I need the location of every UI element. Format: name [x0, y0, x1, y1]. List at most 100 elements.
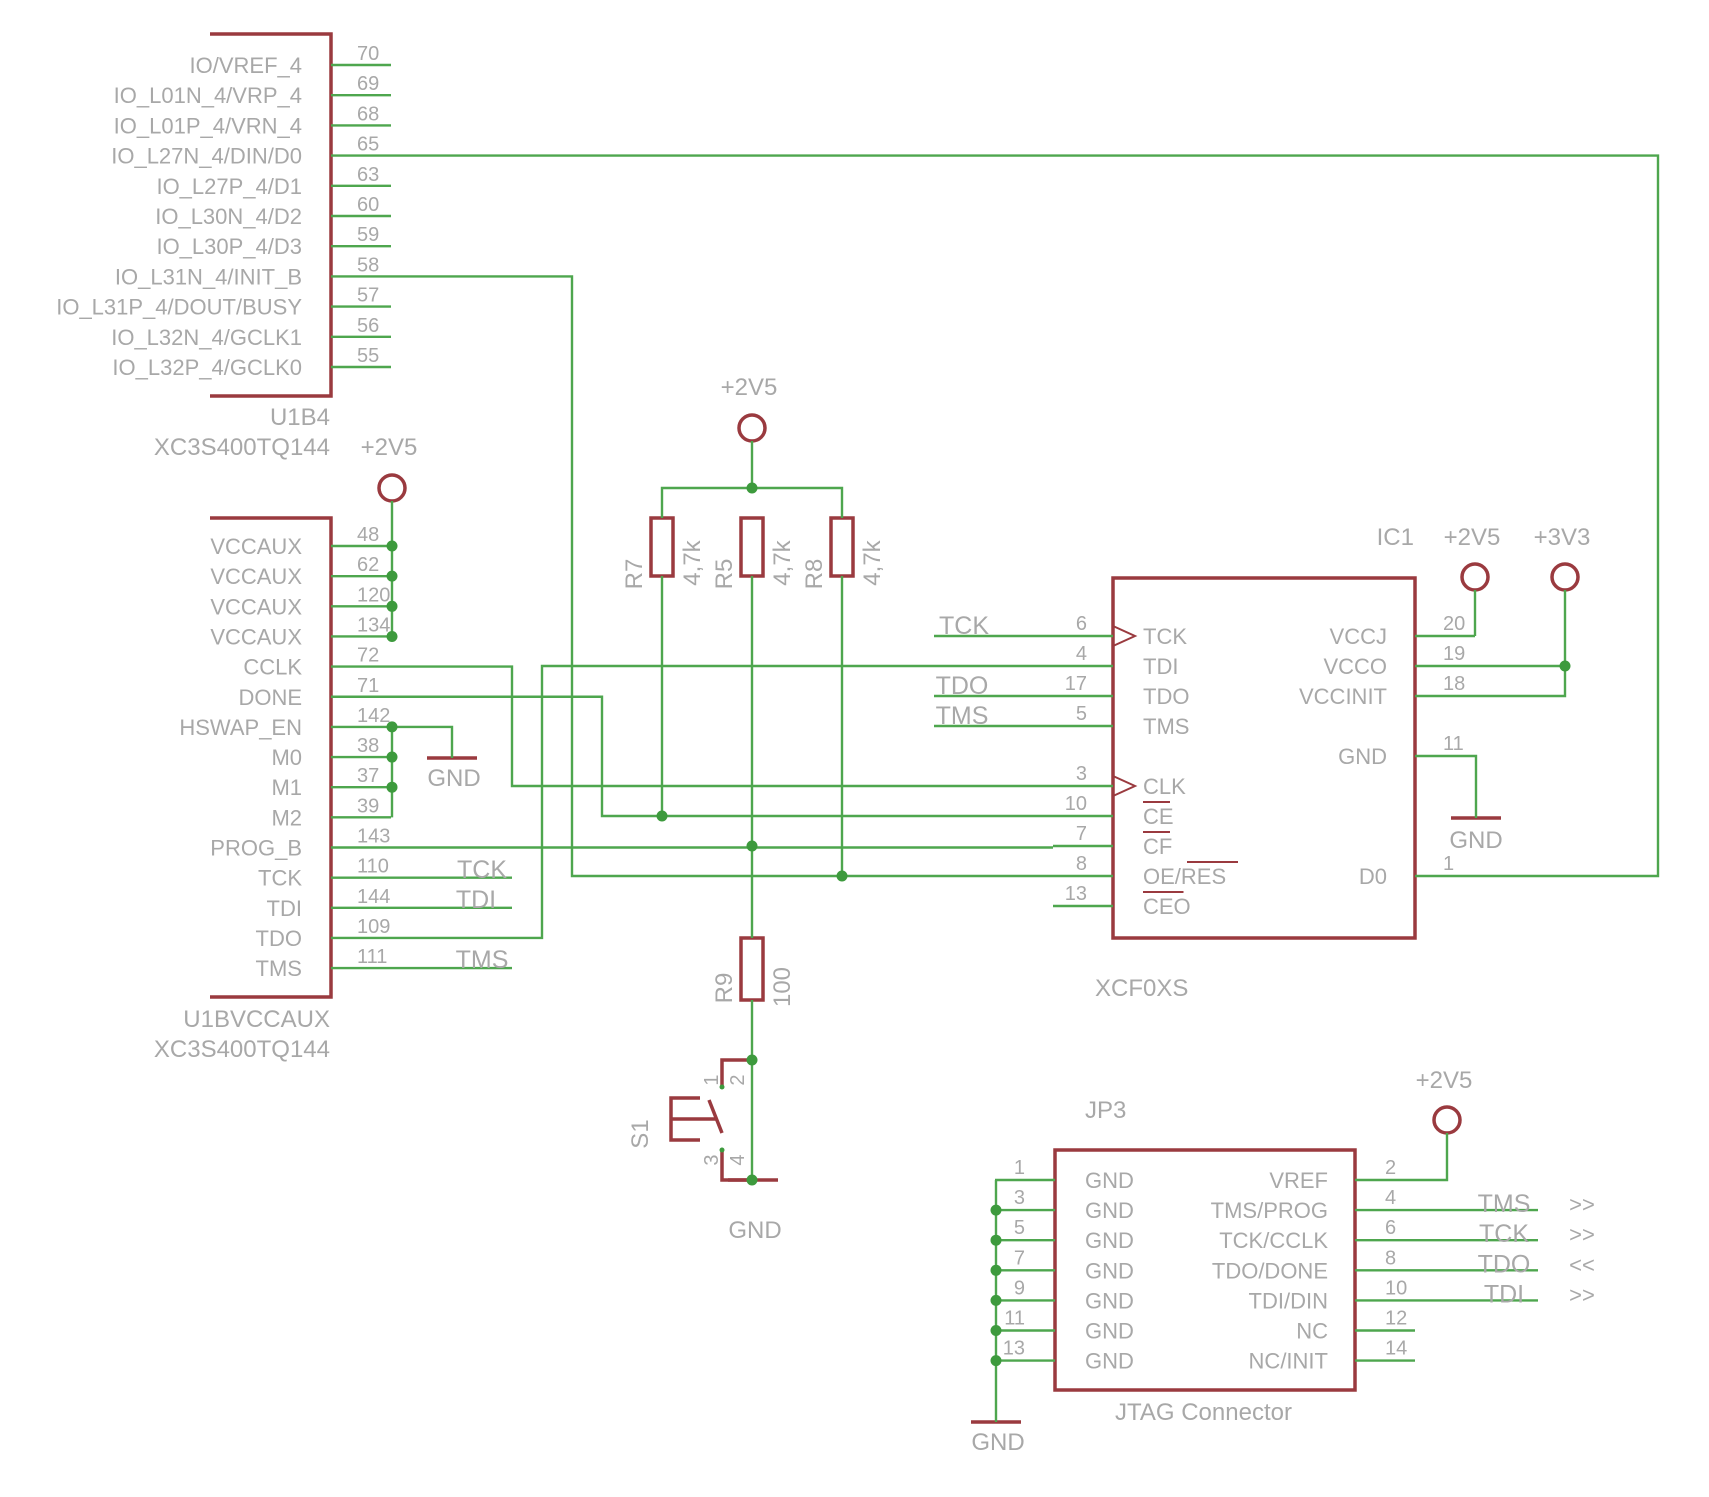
wire-junction — [1559, 660, 1571, 672]
u1bvccaux-pin-number: 62 — [357, 554, 379, 576]
wire-tdo-tdi — [391, 664, 1053, 940]
resistor-body — [739, 936, 765, 1002]
ic1-pin-name: VCCINIT — [1299, 684, 1387, 709]
ic1-pin-name: VCCO — [1323, 654, 1387, 679]
u1b4-pin-name: IO_L01P_4/VRN_4 — [114, 113, 302, 138]
jp3-pin-name: TDI/DIN — [1249, 1288, 1328, 1313]
wire-junction — [386, 721, 398, 733]
jp3-pin-number: 2 — [1385, 1157, 1396, 1179]
jp3-pin-number: 13 — [1003, 1338, 1025, 1360]
wire-jp3-vref — [1415, 1133, 1449, 1182]
jp3-pin-name: NC — [1296, 1319, 1328, 1344]
wire-ic1-gnd — [1474, 754, 1478, 818]
ic1-pin-name: TMS — [1143, 714, 1189, 739]
u1bvccaux-pin-name: VCCAUX — [210, 594, 302, 619]
jp3-pin-name: GND — [1085, 1349, 1134, 1374]
ic1-pin-number: 18 — [1443, 673, 1465, 695]
u1bvccaux-pin-name: DONE — [238, 685, 302, 710]
wire-junction — [746, 482, 758, 494]
ic1-pin-number: 6 — [1076, 613, 1087, 635]
ic1-pin-number: 17 — [1065, 673, 1087, 695]
switch-pin-number: 4 — [727, 1154, 749, 1165]
switch-pivot — [719, 1147, 725, 1153]
jp3-pin-name: GND — [1085, 1228, 1134, 1253]
u1b4-pin-name: IO_L32P_4/GCLK0 — [112, 355, 302, 380]
u1bvccaux-pin-name: VCCAUX — [210, 534, 302, 559]
u1b4-pin-number: 68 — [357, 103, 379, 125]
wire-junction — [386, 751, 398, 763]
u1b4-pin-number: 56 — [357, 315, 379, 337]
net-direction-arrow: << — [1569, 1252, 1595, 1277]
ic1-pin-name: CE — [1143, 804, 1174, 829]
net-label-jtag: TCK — [1479, 1220, 1529, 1248]
wire-junction — [990, 1294, 1002, 1306]
u1b4-pin-name: IO_L32N_4/GCLK1 — [111, 325, 302, 350]
u1bvccaux-pin-name: M0 — [271, 745, 302, 770]
ic1-pin-name: TDI — [1143, 654, 1178, 679]
resistor-ref: R9 — [711, 973, 738, 1004]
u1bvccaux-pin-name: PROG_B — [210, 836, 302, 861]
net-label-tdo: TDO — [936, 672, 989, 700]
u1bvccaux-pin-number: 109 — [357, 916, 390, 938]
jp3-pin-number: 11 — [1004, 1308, 1025, 1330]
u1bvccaux-pin-number: 144 — [357, 886, 390, 908]
resistor-ref: R8 — [801, 559, 828, 590]
u1bvccaux-pin-number: 111 — [357, 946, 387, 968]
wire-junction — [386, 600, 398, 612]
wire-junction — [836, 870, 848, 882]
ic1-ref: IC1 — [1377, 524, 1414, 551]
net-label-tms: TMS — [456, 946, 509, 974]
ground-label: GND — [728, 1217, 781, 1244]
u1bvccaux-pin-number: 143 — [357, 826, 390, 848]
u1bvccaux-pin-number: 142 — [357, 705, 390, 727]
ic1-pin-name: TCK — [1143, 624, 1187, 649]
u1bvccaux-pin-number: 72 — [357, 645, 379, 667]
wire-junction — [656, 810, 668, 822]
power-supply-label: +2V5 — [1444, 524, 1501, 551]
u1bvccaux-pin-name: TMS — [256, 956, 302, 981]
switch-contact — [707, 1099, 724, 1134]
resistor-value: 4,7k — [769, 539, 796, 585]
jp3-pin-name: GND — [1085, 1258, 1134, 1283]
ic1-pin-number: 4 — [1076, 643, 1087, 665]
ic1-pin-name: CLK — [1143, 774, 1186, 799]
jp3-pin-name: TCK/CCLK — [1219, 1228, 1328, 1253]
wire-junction — [746, 840, 758, 852]
wire-junction — [990, 1355, 1002, 1367]
u1bvccaux-pin-name: M2 — [271, 805, 302, 830]
net-direction-arrow: >> — [1569, 1282, 1595, 1307]
wire-junction — [990, 1204, 1002, 1216]
net-direction-arrow: >> — [1569, 1222, 1595, 1247]
net-direction-arrow: >> — [1569, 1192, 1595, 1217]
jp3-pin-number: 5 — [1014, 1217, 1025, 1239]
resistor-ref: R5 — [711, 559, 738, 590]
ic1-pin-number: 20 — [1443, 613, 1465, 635]
switch-pin-number: 1 — [701, 1074, 723, 1085]
wire-junction — [990, 1264, 1002, 1276]
u1b4-pin-number: 60 — [357, 194, 379, 216]
u1bvccaux-pin-number: 37 — [357, 765, 379, 787]
jp3-pin-number: 4 — [1385, 1187, 1396, 1209]
jp3-pin-number: 3 — [1014, 1187, 1025, 1209]
jp3-pin-name: GND — [1085, 1168, 1134, 1193]
u1b4-pin-name: IO_L31N_4/INIT_B — [115, 264, 302, 289]
jp3-pin-number: 14 — [1385, 1338, 1407, 1360]
u1b4-pin-number: 59 — [357, 224, 379, 246]
u1b4-pin-number: 65 — [357, 134, 379, 156]
wire-vcco — [1475, 590, 1567, 668]
power-supply-label: +2V5 — [1416, 1067, 1473, 1094]
wire-junction — [386, 570, 398, 582]
ic1-pin-name: GND — [1338, 744, 1387, 769]
switch-ref: S1 — [627, 1119, 654, 1148]
ic1-value: XCF0XS — [1095, 975, 1188, 1002]
u1bvccaux-pin-name: VCCAUX — [210, 624, 302, 649]
ic1-pin-number: 7 — [1076, 823, 1087, 845]
ic1-body — [1111, 576, 1417, 940]
u1bvccaux-ref: U1BVCCAUX — [183, 1006, 330, 1033]
net-label-tdi: TDI — [456, 886, 496, 914]
ground-label: GND — [971, 1429, 1024, 1456]
resistor-value: 4,7k — [679, 539, 706, 585]
